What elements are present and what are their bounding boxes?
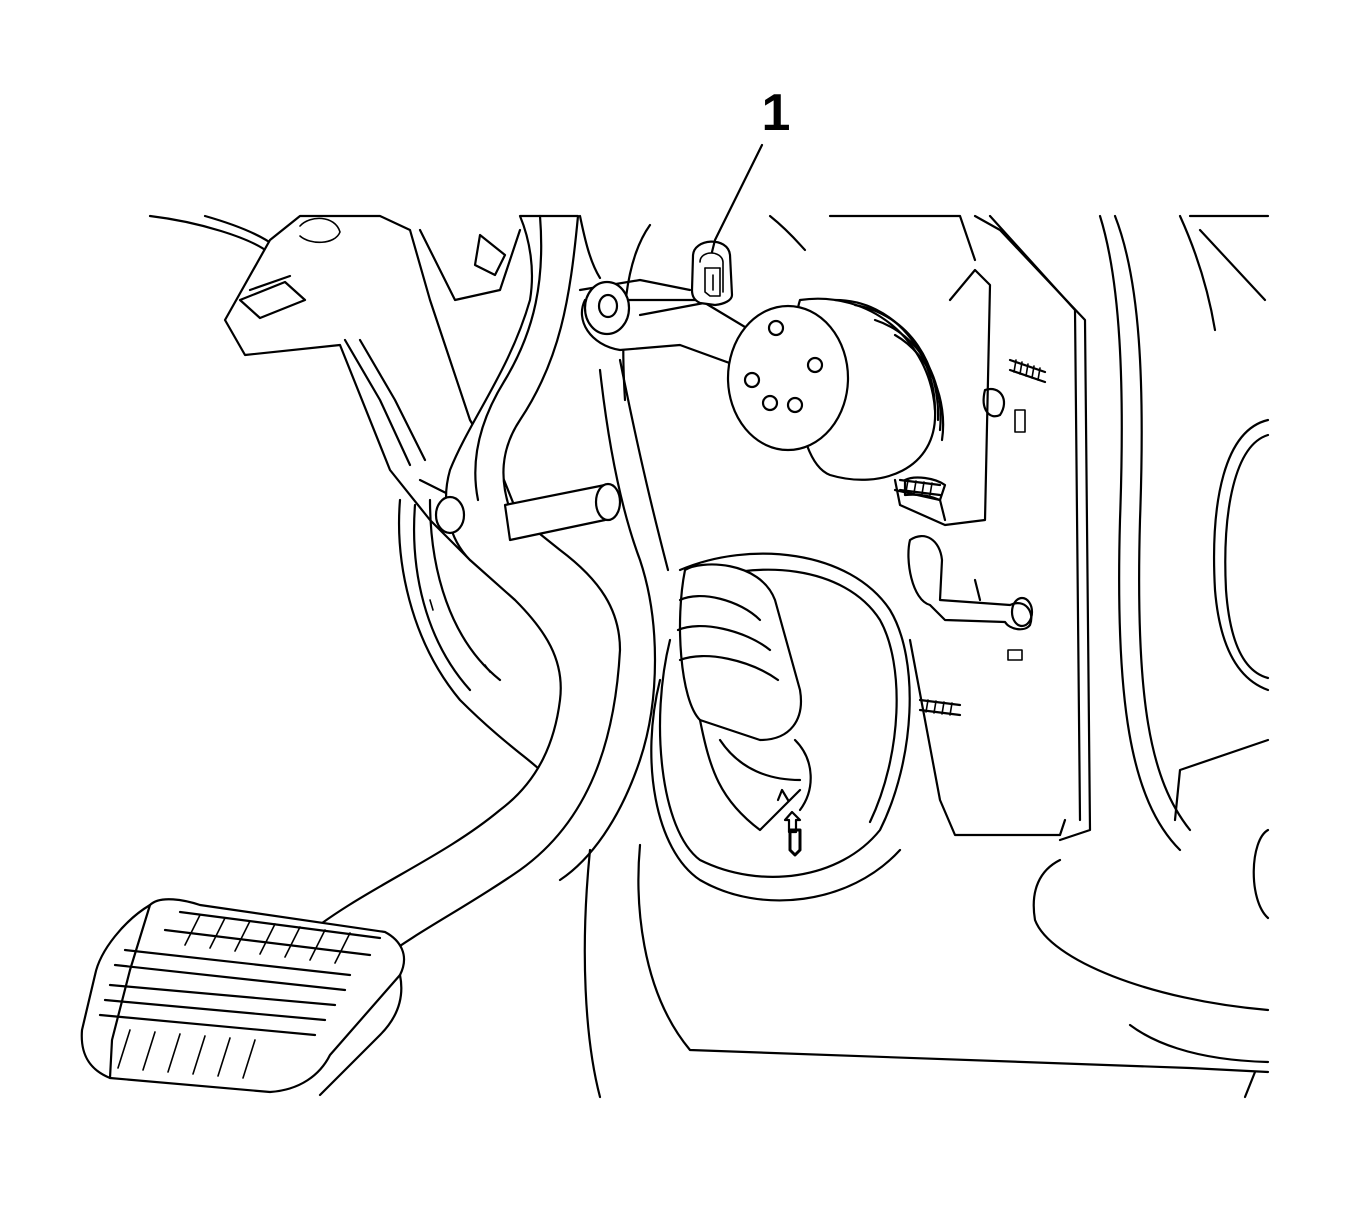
- booster-boss: [726, 297, 945, 481]
- stud-upper: [1008, 358, 1047, 384]
- pivot-pin: [434, 482, 622, 542]
- cable-grommet: [650, 552, 911, 902]
- dash-panel-outline: [148, 214, 1270, 1099]
- retaining-clip-icon: [690, 240, 734, 307]
- stud-middle: [898, 478, 942, 497]
- callout-1: 1: [710, 84, 791, 254]
- pedal-pad: [80, 898, 406, 1097]
- callout-1-label: 1: [762, 84, 791, 142]
- right-bracket: [893, 268, 1067, 837]
- stud-lower: [918, 698, 962, 717]
